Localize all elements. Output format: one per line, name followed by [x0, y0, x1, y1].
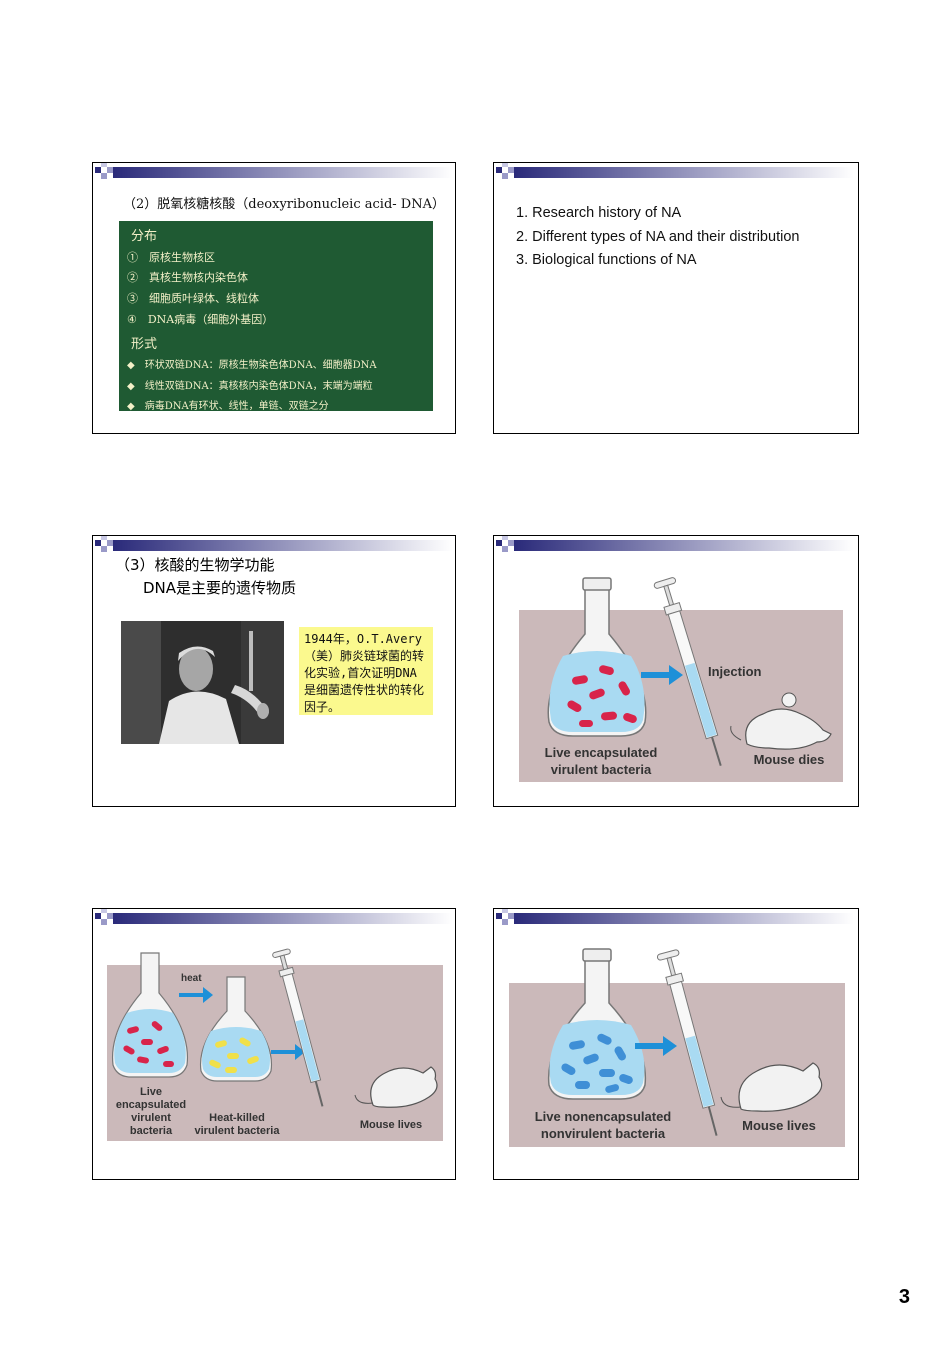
experiment-illustration: Live nonencapsulated nonvirulent bacteri… [509, 948, 845, 1147]
distribution-heading: 分布 [131, 229, 158, 244]
bacteria-label: encapsulated [116, 1099, 186, 1111]
list-item: ④ DNA病毒（细胞外基因） [127, 313, 274, 326]
page-number: 3 [898, 1286, 910, 1308]
avery-photo [121, 621, 284, 744]
slide-header-decoration [95, 163, 453, 179]
experiment-illustration: Injection Live encapsulated virulent bac… [519, 577, 843, 782]
list-item: ◆ 环状双链DNA：原核生物染色体DNA、细胞器DNA [127, 360, 377, 371]
bacteria-label: Heat-killed [209, 1112, 265, 1124]
slide-subtitle: DNA是主要的遗传物质 [143, 579, 297, 597]
injection-label: Injection [708, 664, 762, 679]
bacteria-label: virulent [131, 1112, 171, 1124]
heat-label: heat [181, 973, 202, 984]
syringe-icon [656, 949, 718, 1136]
bacteria-label: virulent bacteria [551, 762, 652, 777]
list-item: ③ 细胞质叶绿体、线粒体 [127, 292, 259, 305]
list-item: 3. Biological functions of NA [516, 252, 697, 268]
experiment-illustration: heat Live enca [107, 948, 443, 1141]
form-heading: 形式 [131, 337, 158, 352]
list-item: ② 真核生物核内染色体 [127, 271, 248, 284]
slide-header-decoration [95, 909, 453, 925]
bacteria-label: Live encapsulated [545, 745, 658, 760]
slide-3: （3）核酸的生物学功能 DNA是主要的遗传物质 1944年，O.T.Avery（… [92, 535, 456, 807]
result-label: Mouse lives [360, 1119, 422, 1131]
mouse-icon [730, 692, 832, 750]
slide-title: （2）脱氧核糖核酸（deoxyribonucleic acid- DNA） [123, 197, 445, 212]
slide-1: （2）脱氧核糖核酸（deoxyribonucleic acid- DNA） 分布… [92, 162, 456, 434]
flask-icon [547, 948, 647, 1100]
flask-icon [547, 577, 647, 737]
bacteria-label: nonvirulent bacteria [541, 1126, 666, 1141]
bacteria-label: Live [140, 1086, 162, 1098]
topic-list: 1. Research history of NA 2. Different t… [516, 202, 799, 273]
slide-header-decoration [496, 536, 854, 552]
bacteria-label: Live nonencapsulated [535, 1109, 672, 1124]
list-item: ① 原核生物核区 [127, 251, 215, 264]
list-item: 2. Different types of NA and their distr… [516, 228, 800, 245]
result-label: Mouse dies [754, 752, 825, 767]
syringe-icon [653, 577, 722, 766]
arrow-icon [271, 1044, 305, 1060]
flask-icon [111, 952, 189, 1078]
list-item: ◆ 病毒DNA有环状、线性，单链、双链之分 [127, 401, 329, 412]
distribution-box: 分布 ① 原核生物核区 ② 真核生物核内染色体 ③ 细胞质叶绿体、线粒体 ④ D… [119, 221, 433, 412]
arrow-icon [641, 665, 683, 685]
syringe-icon [272, 948, 324, 1107]
slide-2: 1. Research history of NA 2. Different t… [493, 162, 859, 434]
arrow-icon [179, 987, 213, 1003]
list-item: ◆ 线性双链DNA：真核核内染色体DNA，末端为端粒 [127, 381, 373, 392]
slide-header-decoration [95, 536, 453, 552]
slide-title: （3）核酸的生物学功能 [115, 556, 275, 574]
mouse-icon [354, 1066, 438, 1108]
arrow-icon [635, 1036, 677, 1056]
bacteria-label: bacteria [130, 1125, 173, 1137]
result-label: Mouse lives [742, 1118, 816, 1133]
slide-header-decoration [496, 163, 854, 179]
mouse-icon [720, 1062, 823, 1112]
flask-icon [199, 976, 273, 1082]
list-item: 1. Research history of NA [516, 205, 682, 221]
slide-6: Live nonencapsulated nonvirulent bacteri… [493, 908, 859, 1180]
slide-4: Injection Live encapsulated virulent bac… [493, 535, 859, 807]
avery-note: 1944年，O.T.Avery（美）肺炎链球菌的转化实验,首次证明DNA是细菌遗… [299, 627, 433, 715]
slide-header-decoration [496, 909, 854, 925]
bacteria-label: virulent bacteria [195, 1125, 281, 1137]
slide-5: heat Live enca [92, 908, 456, 1180]
